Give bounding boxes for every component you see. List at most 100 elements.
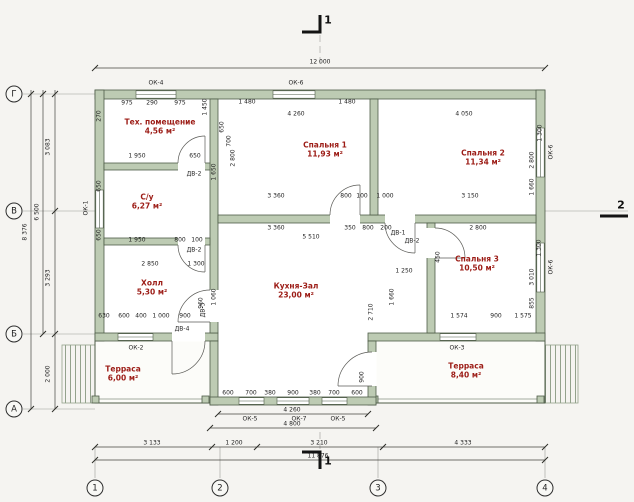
wall-bedroom1-bedroom2-divider <box>369 98 379 216</box>
door-openings <box>172 162 436 386</box>
dimension-label: 600 <box>118 312 130 320</box>
axis-marker: 1 <box>86 479 104 497</box>
axis-marker: Г <box>5 85 23 103</box>
opening-label: ОК-6 <box>547 144 555 160</box>
axis-marker: А <box>5 400 23 418</box>
dimension-label: 4 050 <box>455 110 473 118</box>
dimension-label: 1 480 <box>338 98 356 106</box>
opening-label: ОК-2 <box>128 344 144 352</box>
dimension-label: 4 800 <box>283 420 301 428</box>
room-name: Тех. помещение <box>124 117 196 127</box>
dimension-label: 11 876 <box>307 452 329 460</box>
dimension-label: 100 <box>191 236 203 244</box>
dimension-label: 1 575 <box>514 312 532 320</box>
dimension-label: 3 133 <box>143 439 161 447</box>
opening-label: ОК-4 <box>148 79 164 87</box>
dimension-label: 3 360 <box>267 224 285 232</box>
dimension-label: 900 <box>490 312 502 320</box>
opening-label: ОК-3 <box>449 344 465 352</box>
dimension-label: 380 <box>309 389 321 397</box>
section-marker-label: 2 <box>617 198 625 212</box>
dimension-label: 12 000 <box>309 58 331 66</box>
opening-label: ОК-1 <box>82 200 90 216</box>
dimension-label: 1 650 <box>210 163 218 181</box>
opening-label: ОК-7 <box>291 415 307 423</box>
room-area: 11,34 м² <box>465 158 501 167</box>
room-area: 23,00 м² <box>278 291 314 300</box>
dimension-label: 700 <box>328 389 340 397</box>
opening-label: ОК-5 <box>242 415 258 423</box>
wall-bottom-left <box>94 332 219 342</box>
dimension-label: 1 200 <box>225 439 243 447</box>
dimension-label: 800 <box>340 192 352 200</box>
opening-label: ДВ-2 <box>186 170 202 178</box>
room-area: 10,50 м² <box>459 264 495 273</box>
dimension-label: 1 950 <box>128 152 146 160</box>
dimension-label: 1 950 <box>128 236 146 244</box>
room-name: Спальня 3 <box>455 254 499 264</box>
dimension-label: 3 010 <box>528 268 536 286</box>
dimension-label: 5 510 <box>302 233 320 241</box>
axis-lines <box>23 35 628 478</box>
room-name: Терраса <box>105 364 141 374</box>
dimension-label: 1 000 <box>152 312 170 320</box>
door-arcs <box>171 135 466 387</box>
dimension-label: 1 300 <box>536 124 544 142</box>
dimension-label: 4 260 <box>283 406 301 414</box>
opening-label: ОК-6 <box>288 79 304 87</box>
wall-bath-hall-divider <box>103 237 211 246</box>
room-name: Холл <box>141 278 163 288</box>
dimension-label: 3 150 <box>461 192 479 200</box>
dimension-label: 975 <box>121 99 133 107</box>
dimension-label: 2 800 <box>528 151 536 169</box>
axis-marker: Б <box>5 325 23 343</box>
dimension-label: 800 <box>362 224 374 232</box>
room-area: 4,56 м² <box>144 127 176 136</box>
dimension-label: 650 <box>95 180 103 192</box>
dimension-label: 270 <box>95 110 103 122</box>
dimension-label: 900 <box>287 389 299 397</box>
dimension-label: 200 <box>380 224 392 232</box>
dimension-label: 1 250 <box>395 267 413 275</box>
dimension-label: 4 333 <box>454 439 472 447</box>
dimension-label: 2 800 <box>469 224 487 232</box>
opening-label: ДВ-3 <box>199 302 207 318</box>
dimension-label: 600 <box>222 389 234 397</box>
opening-label: ДВ-2 <box>404 237 420 245</box>
axis-marker: В <box>5 202 23 220</box>
wall-kitchen-bedroom3-divider <box>426 222 436 334</box>
room-name: Терраса <box>448 361 484 371</box>
wall-tech-bath-divider <box>103 162 211 171</box>
dimension-label: 450 <box>434 251 442 263</box>
dimension-label: 380 <box>264 389 276 397</box>
dimension-label: 650 <box>95 229 103 241</box>
room-area: 5,30 м² <box>136 288 168 297</box>
dimension-label: 1 060 <box>210 288 218 306</box>
dimension-label: 800 <box>174 236 186 244</box>
room-name: Кухня-Зал <box>273 281 319 291</box>
room-name: Спальня 2 <box>461 148 505 158</box>
opening-label: ОК-6 <box>547 259 555 275</box>
room-area: 6,27 м² <box>131 202 163 211</box>
dimension-label: 2 000 <box>44 365 52 383</box>
windows-group <box>95 90 545 405</box>
dimension-label: 100 <box>356 192 368 200</box>
dimension-label: 650 <box>218 121 226 133</box>
dimension-label: 2 710 <box>367 303 375 321</box>
room-area: 8,40 м² <box>450 371 482 380</box>
room-name: Спальня 1 <box>303 140 347 150</box>
section-marker-label: 1 <box>324 454 332 468</box>
room-area: 6,00 м² <box>107 374 139 383</box>
opening-label: ДВ-1 <box>390 229 406 237</box>
dimension-label: 630 <box>98 312 110 320</box>
